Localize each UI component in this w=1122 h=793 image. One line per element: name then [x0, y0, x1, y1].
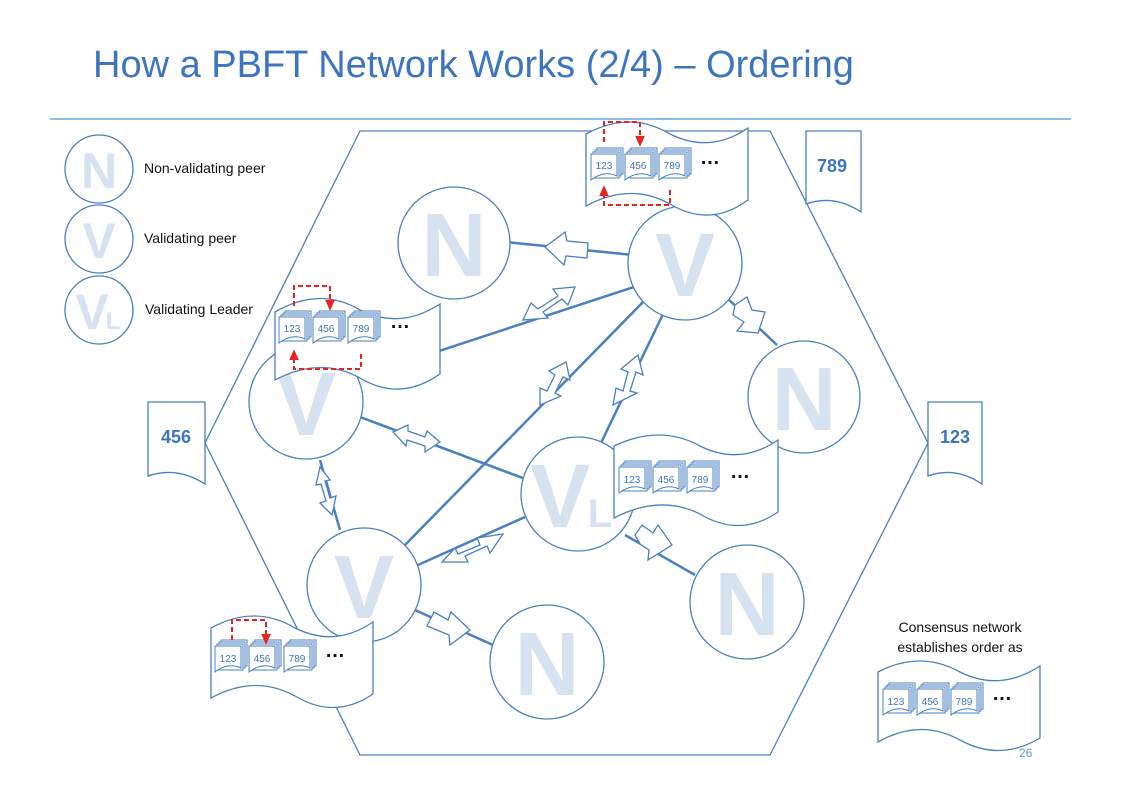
svg-text:N: N — [515, 615, 580, 715]
svg-text:123: 123 — [888, 697, 905, 708]
document-123: 123 — [927, 401, 983, 486]
svg-text:789: 789 — [692, 475, 709, 486]
node-n2: N — [747, 340, 861, 454]
legend-icon-validating: V — [64, 204, 134, 274]
svg-text:N: N — [81, 143, 117, 199]
queue-leader: 123 456 789 … — [613, 434, 779, 527]
svg-text:123: 123 — [596, 161, 613, 172]
queue-left: 123 456 789 … — [274, 285, 441, 390]
legend-label-leader: Validating Leader — [145, 301, 253, 317]
svg-text:V: V — [655, 216, 715, 316]
svg-text:…: … — [700, 147, 720, 169]
node-n1: N — [397, 186, 511, 300]
svg-text:V: V — [82, 213, 116, 269]
svg-text:123: 123 — [624, 475, 641, 486]
svg-text:V: V — [334, 538, 394, 638]
svg-text:789: 789 — [353, 324, 370, 335]
svg-text:V: V — [530, 447, 590, 547]
svg-text:N: N — [715, 555, 780, 655]
node-v1: V — [627, 205, 743, 321]
svg-text:789: 789 — [664, 161, 681, 172]
svg-text:456: 456 — [658, 475, 675, 486]
svg-text:123: 123 — [284, 324, 301, 335]
svg-text:N: N — [772, 350, 837, 450]
document-789: 789 — [805, 130, 862, 214]
queue-consensus-result: 123 456 789 … — [877, 660, 1041, 752]
svg-text:…: … — [730, 461, 750, 483]
svg-text:456: 456 — [254, 654, 271, 665]
page-number: 26 — [1019, 746, 1033, 760]
svg-text:789: 789 — [956, 697, 973, 708]
legend-label-non-validating: Non-validating peer — [144, 160, 266, 176]
svg-text:123: 123 — [940, 427, 970, 447]
svg-text:456: 456 — [161, 427, 191, 447]
node-v-bottom: V — [306, 527, 422, 643]
svg-text:N: N — [422, 196, 487, 296]
svg-text:…: … — [325, 640, 345, 662]
node-n4: N — [489, 604, 605, 720]
svg-text:…: … — [992, 683, 1012, 705]
message-arrows — [315, 230, 766, 647]
legend-label-validating: Validating peer — [144, 230, 237, 246]
queue-top: 123 456 789 … — [585, 121, 749, 216]
svg-text:V: V — [75, 284, 109, 340]
svg-text:L: L — [106, 308, 121, 335]
svg-text:456: 456 — [922, 697, 939, 708]
slide-title: How a PBFT Network Works (2/4) – Orderin… — [93, 44, 854, 86]
title-divider — [50, 118, 1071, 120]
node-n3: N — [689, 544, 805, 660]
node-validating-leader: V L — [520, 436, 636, 552]
svg-text:123: 123 — [220, 654, 237, 665]
svg-text:…: … — [390, 311, 410, 333]
queue-bottom-left: 123 456 789 … — [210, 615, 374, 709]
legend-icon-non-validating: N — [64, 134, 134, 204]
svg-text:456: 456 — [318, 324, 335, 335]
consensus-caption: Consensus network establishes order as — [897, 619, 1023, 655]
legend-icon-leader: V L — [64, 275, 134, 345]
svg-text:456: 456 — [630, 161, 647, 172]
document-456: 456 — [147, 401, 206, 486]
svg-text:L: L — [588, 492, 612, 536]
svg-text:789: 789 — [817, 156, 847, 176]
svg-text:789: 789 — [289, 654, 306, 665]
